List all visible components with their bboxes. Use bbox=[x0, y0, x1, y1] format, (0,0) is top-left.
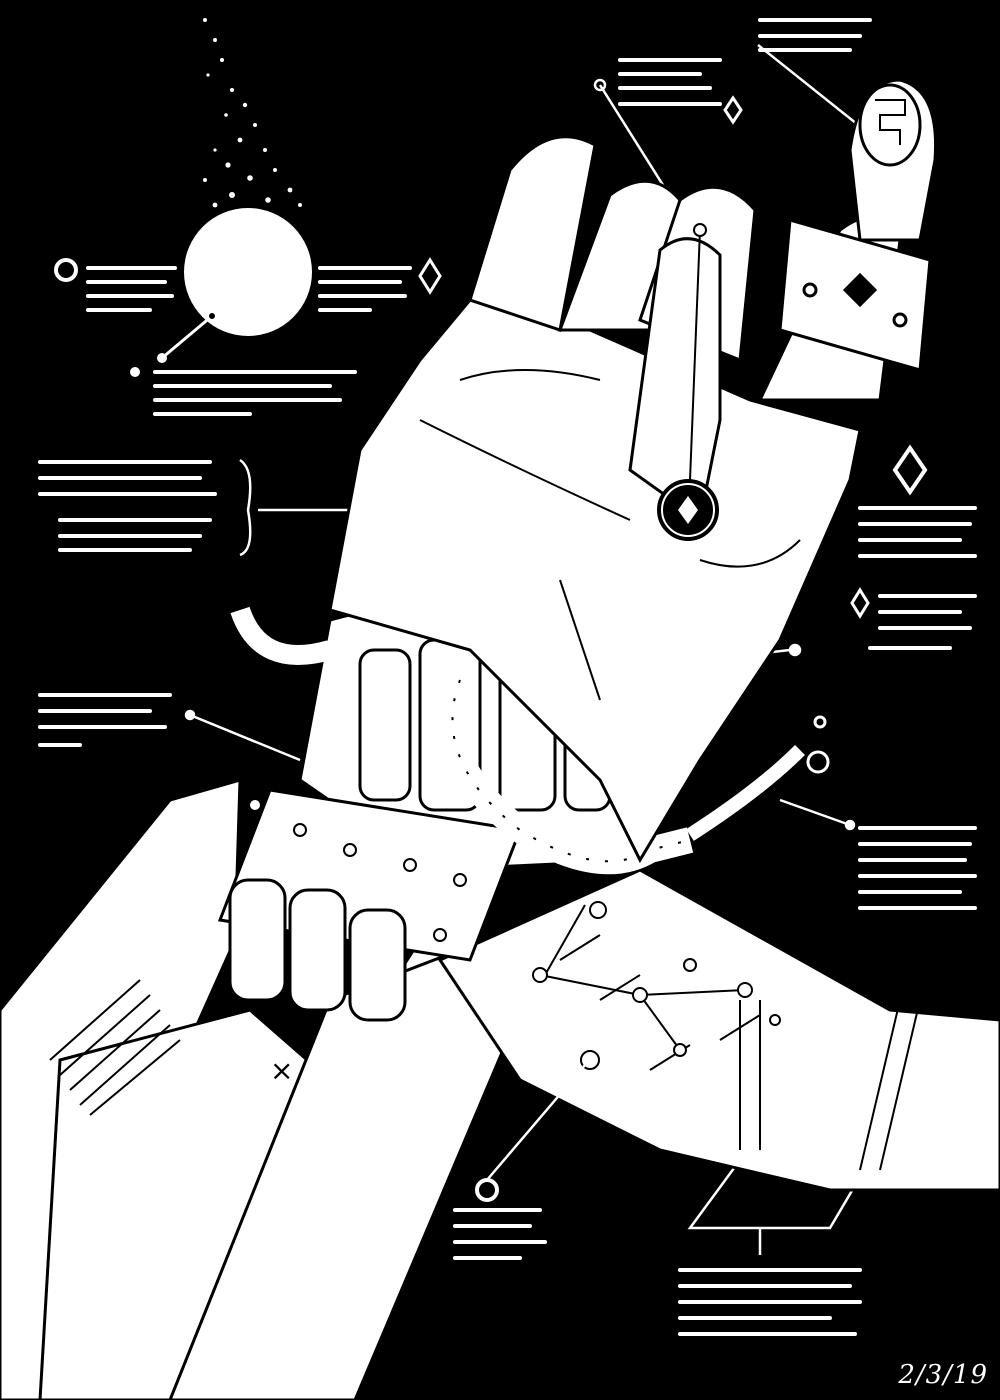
side-cable bbox=[230, 606, 333, 665]
right-cable bbox=[686, 745, 805, 841]
fingerprint-icon bbox=[848, 78, 938, 242]
forearm-plates bbox=[0, 777, 1000, 1400]
diamond-marker-icon bbox=[892, 444, 928, 496]
wrist-bolts bbox=[248, 798, 467, 942]
diamond-marker-icon bbox=[723, 95, 743, 125]
forearm-hatching bbox=[49, 934, 921, 1171]
circuit-node-icons bbox=[532, 901, 781, 1070]
curved-cable bbox=[439, 675, 694, 875]
ring-marker-icon bbox=[54, 258, 78, 282]
moon-orb bbox=[184, 208, 312, 336]
artist-signature: 2/3/19 bbox=[898, 1360, 988, 1390]
palm-lines bbox=[419, 369, 801, 701]
annotation-text-blocks bbox=[38, 18, 977, 1336]
diamond-marker-icon bbox=[850, 587, 870, 619]
particle-stream bbox=[203, 18, 302, 208]
finger-mechanism bbox=[778, 218, 932, 372]
palm-emblem-icon bbox=[657, 223, 719, 541]
cross-mark: × bbox=[270, 1054, 293, 1087]
diamond-marker-icon bbox=[418, 257, 442, 295]
